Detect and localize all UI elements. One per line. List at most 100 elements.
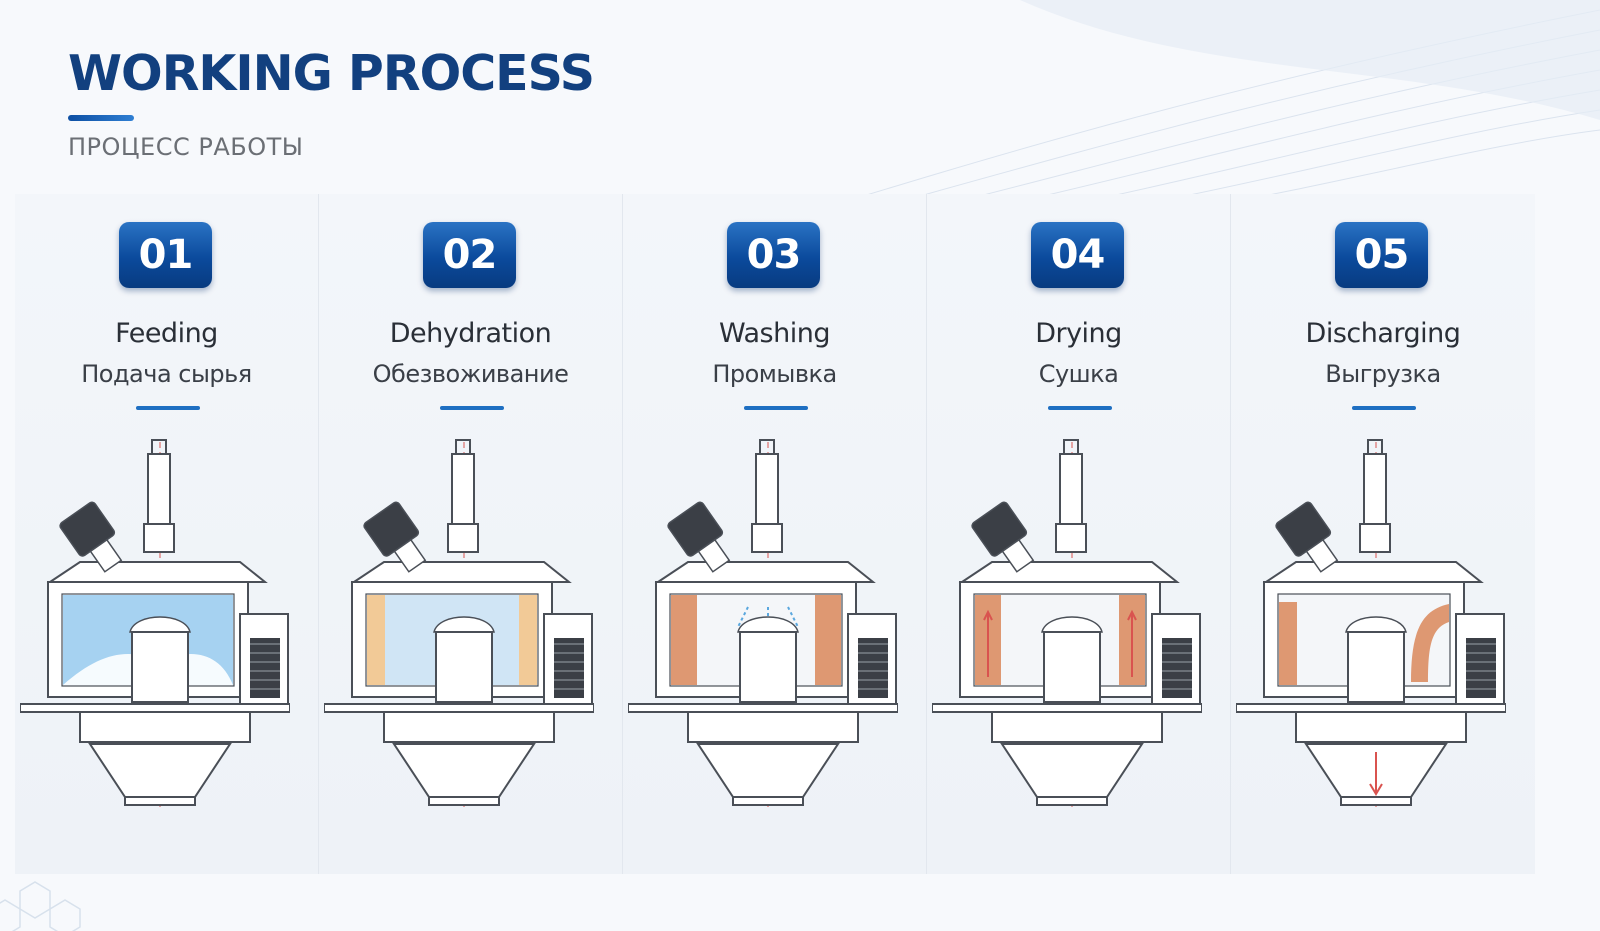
discharge-hopper: [88, 743, 232, 798]
hopper-outlet: [1340, 796, 1412, 806]
lower-frame: [991, 711, 1163, 743]
lower-frame: [687, 711, 859, 743]
basket-contents: [975, 595, 1145, 685]
cylinder-base: [1055, 523, 1087, 553]
hub-dome: [1345, 616, 1407, 633]
step-title-ru: Обезвоживание: [372, 360, 569, 388]
step-panel-washing: 03 Washing Промывка: [623, 194, 927, 874]
central-hub: [1347, 631, 1405, 703]
hopper-outlet: [428, 796, 500, 806]
lower-frame: [1295, 711, 1467, 743]
feed-motor: [363, 501, 427, 573]
step-underline: [744, 406, 808, 410]
motor-shaft: [393, 538, 427, 573]
step-title-en: Dehydration: [389, 318, 552, 349]
page-subtitle: ПРОЦЕСС РАБОТЫ: [68, 133, 304, 162]
step-underline: [1048, 406, 1112, 410]
centrifuge-diagram-discharging: [1236, 439, 1506, 807]
motor-shaft: [1001, 538, 1035, 573]
motor-shaft: [697, 538, 731, 573]
base-plate: [932, 703, 1202, 713]
feed-motor: [971, 501, 1035, 573]
discharge-hopper: [1000, 743, 1144, 798]
cake-right: [519, 595, 537, 685]
centrifuge-diagram-dehydration: [324, 439, 594, 807]
wash-spray: [737, 606, 799, 628]
step-panel-dehydration: 02 Dehydration Обезвоживание: [319, 194, 623, 874]
hopper-outlet: [1036, 796, 1108, 806]
hydraulic-cylinder: [451, 453, 475, 525]
hopper-outlet: [124, 796, 196, 806]
rod-head: [151, 439, 167, 455]
step-underline: [440, 406, 504, 410]
drive-motor-fins: [1466, 638, 1496, 698]
centrifuge-diagram-feeding: [20, 439, 290, 807]
step-title-en: Feeding: [115, 318, 218, 349]
step-title-en: Drying: [1035, 318, 1122, 349]
feed-motor: [1275, 501, 1339, 573]
step-underline: [1352, 406, 1416, 410]
drive-motor-fins: [1162, 638, 1192, 698]
rod-head: [1367, 439, 1383, 455]
hub-dome: [433, 616, 495, 633]
central-hub: [1043, 631, 1101, 703]
discharge-hopper: [392, 743, 536, 798]
lower-frame: [79, 711, 251, 743]
central-hub: [131, 631, 189, 703]
step-title-en: Discharging: [1305, 318, 1461, 349]
base-plate: [324, 703, 594, 713]
step-title-ru: Сушка: [1038, 360, 1119, 388]
cylinder-base: [143, 523, 175, 553]
centrifuge-lid: [958, 561, 1180, 583]
drive-motor-fins: [554, 638, 584, 698]
step-number-badge: 01: [119, 222, 212, 288]
process-steps: 01 Feeding Подача сырья 02 Dehydration О…: [15, 194, 1535, 874]
cylinder-base: [447, 523, 479, 553]
motor-shaft: [89, 538, 123, 573]
cylinder-base: [751, 523, 783, 553]
centrifuge-lid: [46, 561, 268, 583]
hub-dome: [1041, 616, 1103, 633]
discharge-hopper: [696, 743, 840, 798]
rod-head: [455, 439, 471, 455]
lower-frame: [383, 711, 555, 743]
page-title: WORKING PROCESS: [68, 45, 595, 102]
centrifuge-lid: [1262, 561, 1484, 583]
hub-dome: [129, 616, 191, 633]
step-panel-discharging: 05 Discharging Выгрузка: [1231, 194, 1535, 874]
step-number-badge: 03: [727, 222, 820, 288]
centrifuge-diagram-washing: [628, 439, 898, 807]
cake-left: [367, 595, 385, 685]
step-panel-drying: 04 Drying Сушка: [927, 194, 1231, 874]
step-title-ru: Выгрузка: [1325, 360, 1441, 388]
cake-right: [815, 595, 841, 685]
centrifuge-diagram-drying: [932, 439, 1202, 807]
central-hub: [435, 631, 493, 703]
base-plate: [20, 703, 290, 713]
step-number-badge: 05: [1335, 222, 1428, 288]
step-title-en: Washing: [719, 318, 830, 349]
drying-arrows: [983, 609, 1137, 677]
base-plate: [628, 703, 898, 713]
drive-motor-fins: [250, 638, 280, 698]
central-hub: [739, 631, 797, 703]
hub-dome: [737, 616, 799, 633]
step-number-badge: 04: [1031, 222, 1124, 288]
basket-contents: [1279, 602, 1449, 685]
hopper-outlet: [732, 796, 804, 806]
centrifuge-lid: [654, 561, 876, 583]
step-underline: [136, 406, 200, 410]
drive-motor-fins: [858, 638, 888, 698]
step-number-badge: 02: [423, 222, 516, 288]
discharge-arrow: [1369, 752, 1383, 796]
step-title-ru: Промывка: [712, 360, 837, 388]
feed-motor: [667, 501, 731, 573]
cylinder-base: [1359, 523, 1391, 553]
header: WORKING PROCESS ПРОЦЕСС РАБОТЫ: [68, 45, 595, 162]
hydraulic-cylinder: [755, 453, 779, 525]
cake-left: [671, 595, 697, 685]
motor-shaft: [1305, 538, 1339, 573]
scraper-discharge: [1411, 604, 1449, 682]
base-plate: [1236, 703, 1506, 713]
basket-contents: [671, 595, 841, 685]
